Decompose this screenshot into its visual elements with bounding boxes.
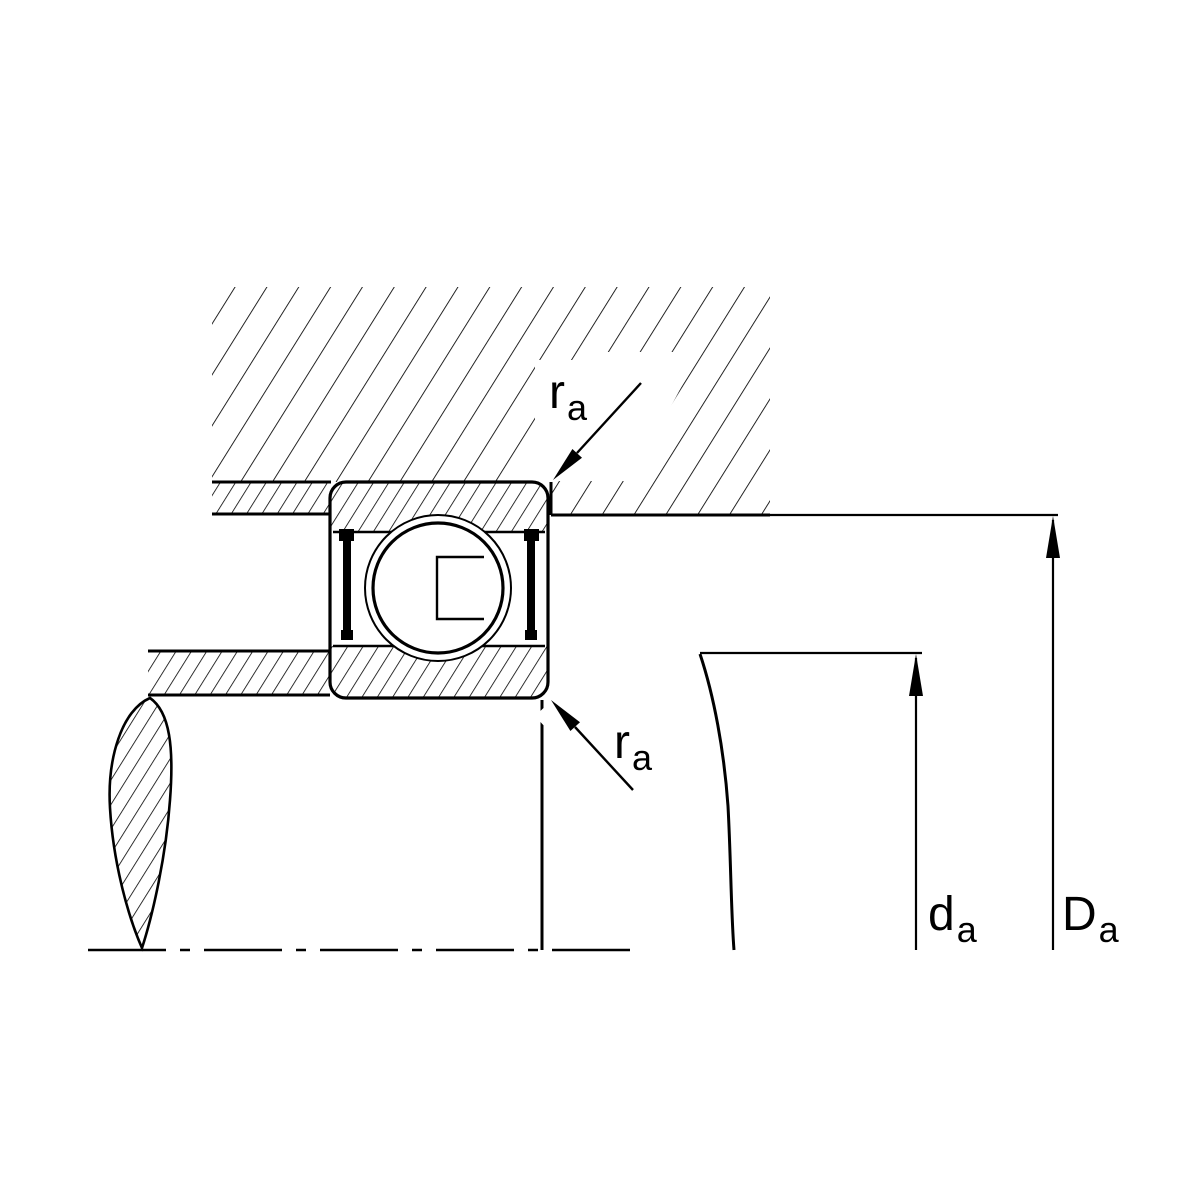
label-background-top [535,360,621,424]
ra-top-arrowhead [553,449,582,480]
seal-right-body [527,538,535,638]
ra-top-leader-line [576,382,642,454]
da-label-symbol: d [928,888,955,941]
shaft-shoulder-break-section [108,696,173,952]
cage-section-mark [435,555,484,621]
Da-label-symbol: D [1062,888,1097,941]
shaft-break-curve [698,653,736,951]
Da-arrowhead [1046,516,1060,558]
seal-left-body [343,538,351,638]
seal-right [524,529,539,640]
seal-left-foot [341,630,353,640]
ra-top-label-symbol: r [549,366,565,419]
Da-label-subscript: a [1099,909,1120,950]
ra-bottom-arrowhead [551,700,580,731]
housing-outline-lines [212,480,770,517]
bearing-rings [330,482,548,698]
seal-left [339,529,354,640]
ra-top-label: ra [549,366,588,428]
ra-bottom-label: ra [614,716,653,778]
ra-bottom-label-symbol: r [614,716,630,769]
Da-label: Da [1062,888,1120,950]
da-label-subscript: a [957,909,978,950]
shaft-shoulder-hatch [148,651,330,695]
da-arrowhead [909,654,923,696]
seal-right-foot [525,630,537,640]
shaft-shoulder-lines [148,649,330,697]
da-label: da [928,888,978,950]
housing-cover-strip-hatch [212,482,331,514]
ra-bottom-label-subscript: a [632,737,653,778]
ra-bottom-leader-line [574,726,634,791]
ra-top-label-subscript: a [567,387,588,428]
